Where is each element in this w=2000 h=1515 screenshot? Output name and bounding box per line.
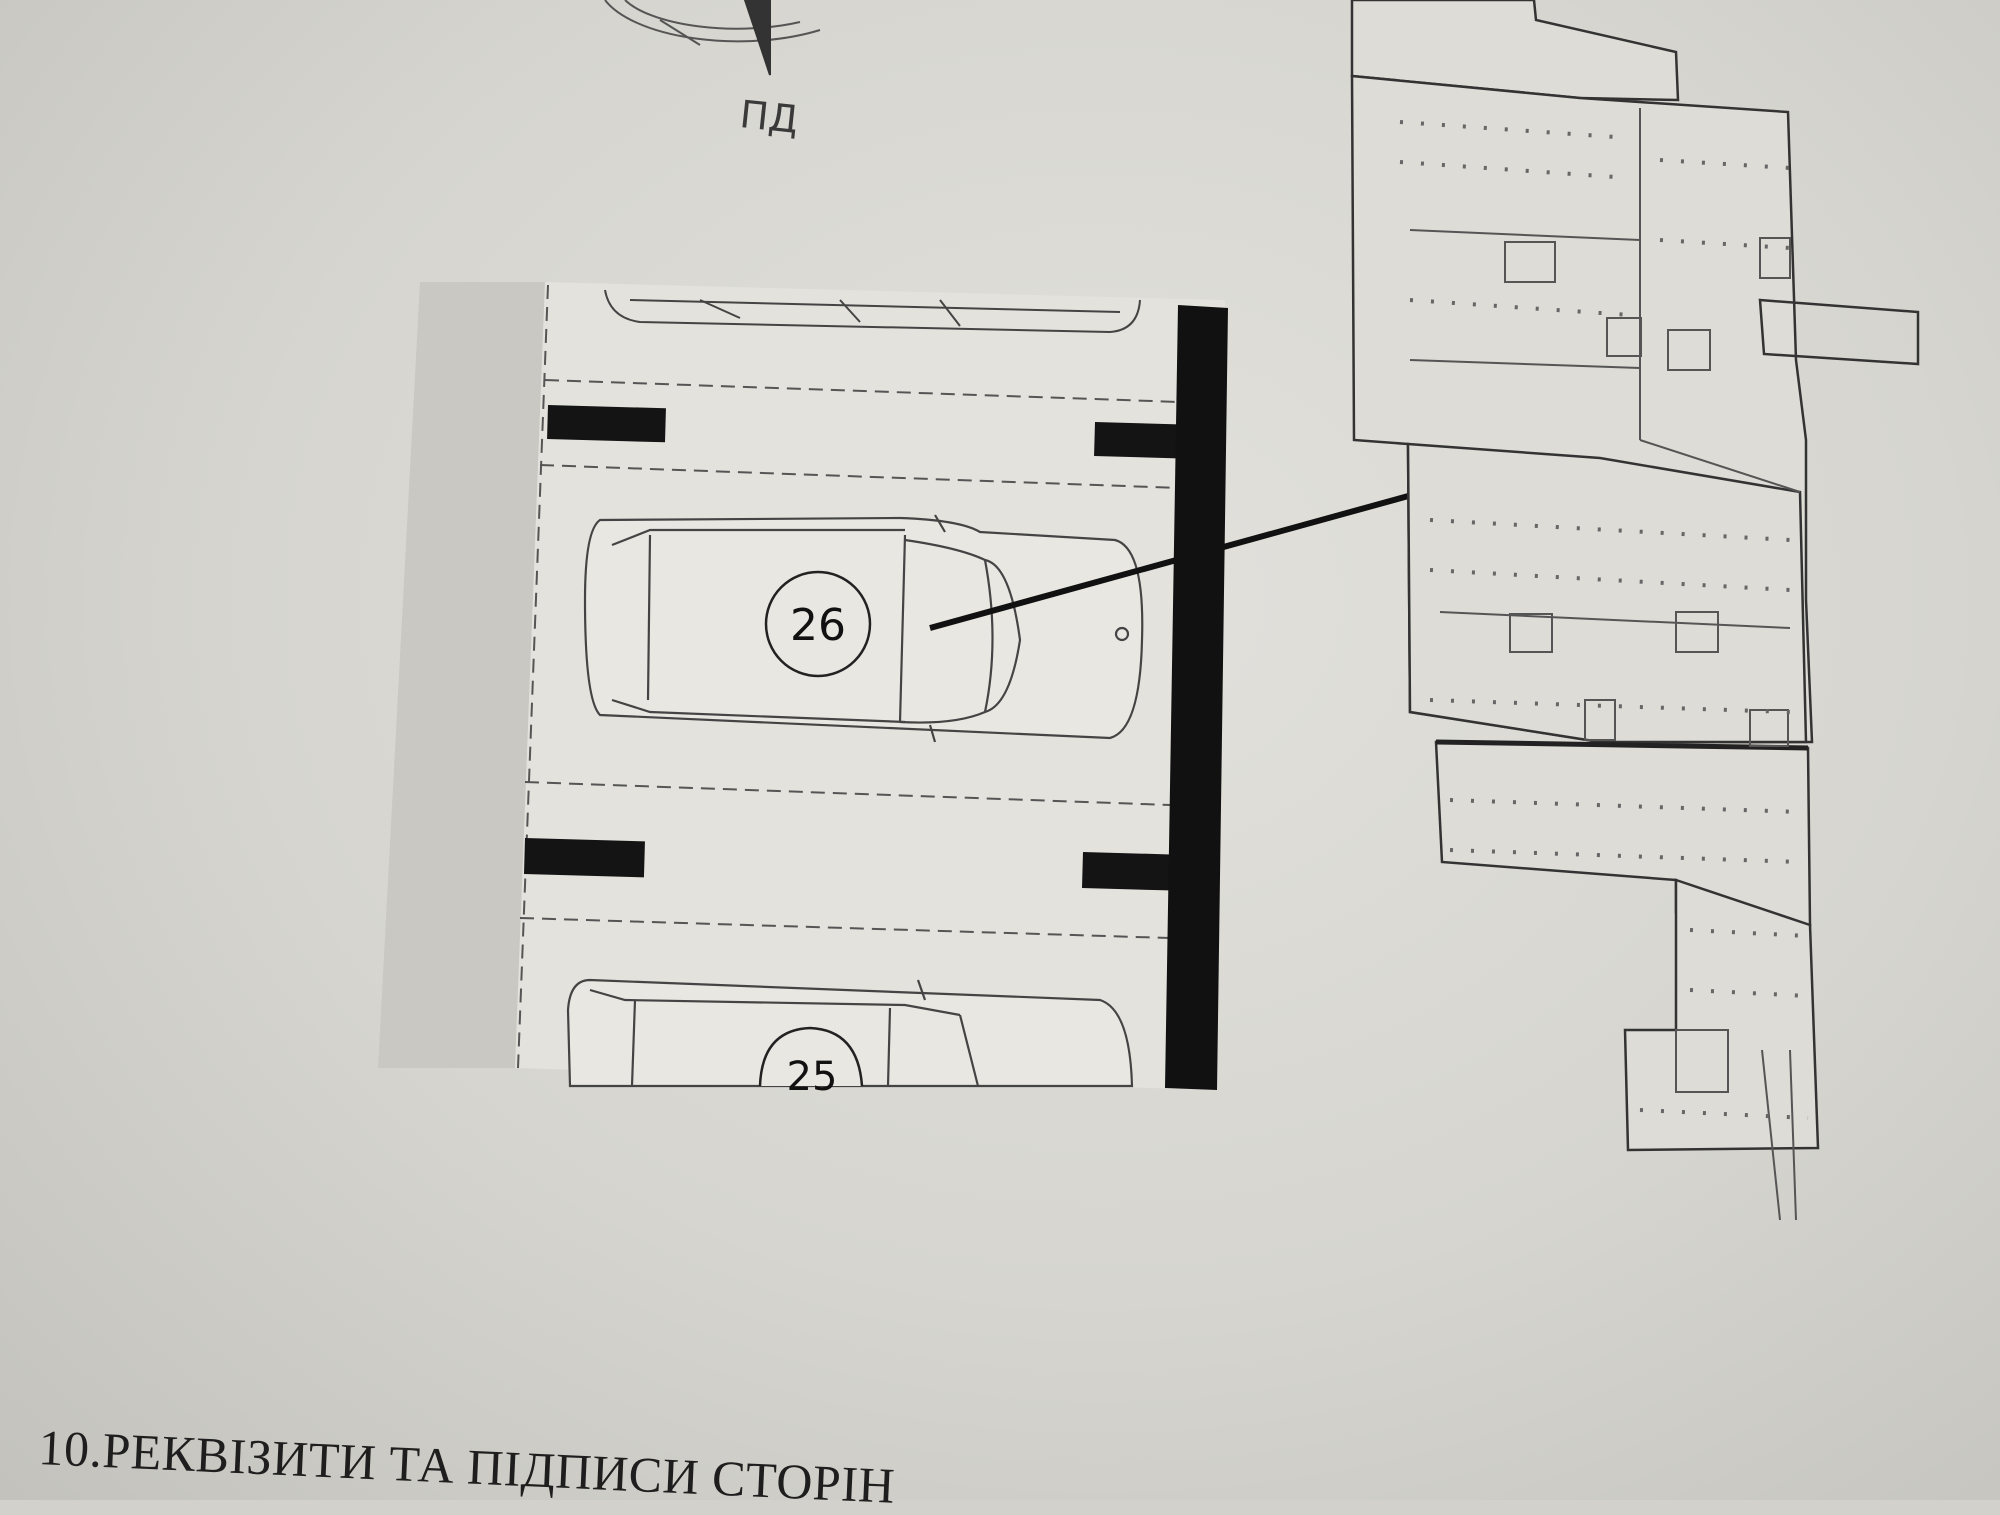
space-number-26-badge <box>764 570 872 678</box>
space-number-25: 25 <box>787 1054 838 1100</box>
parking-detail-panel: 26 25 <box>378 282 1228 1100</box>
compass-label: ПД <box>737 92 801 142</box>
floor-plan <box>1350 0 1920 1152</box>
floor-plan-details <box>1399 108 1809 1221</box>
parking-space-25-car <box>566 978 1134 1088</box>
space-number-26: 26 <box>790 600 846 651</box>
compass-icon <box>604 0 821 76</box>
